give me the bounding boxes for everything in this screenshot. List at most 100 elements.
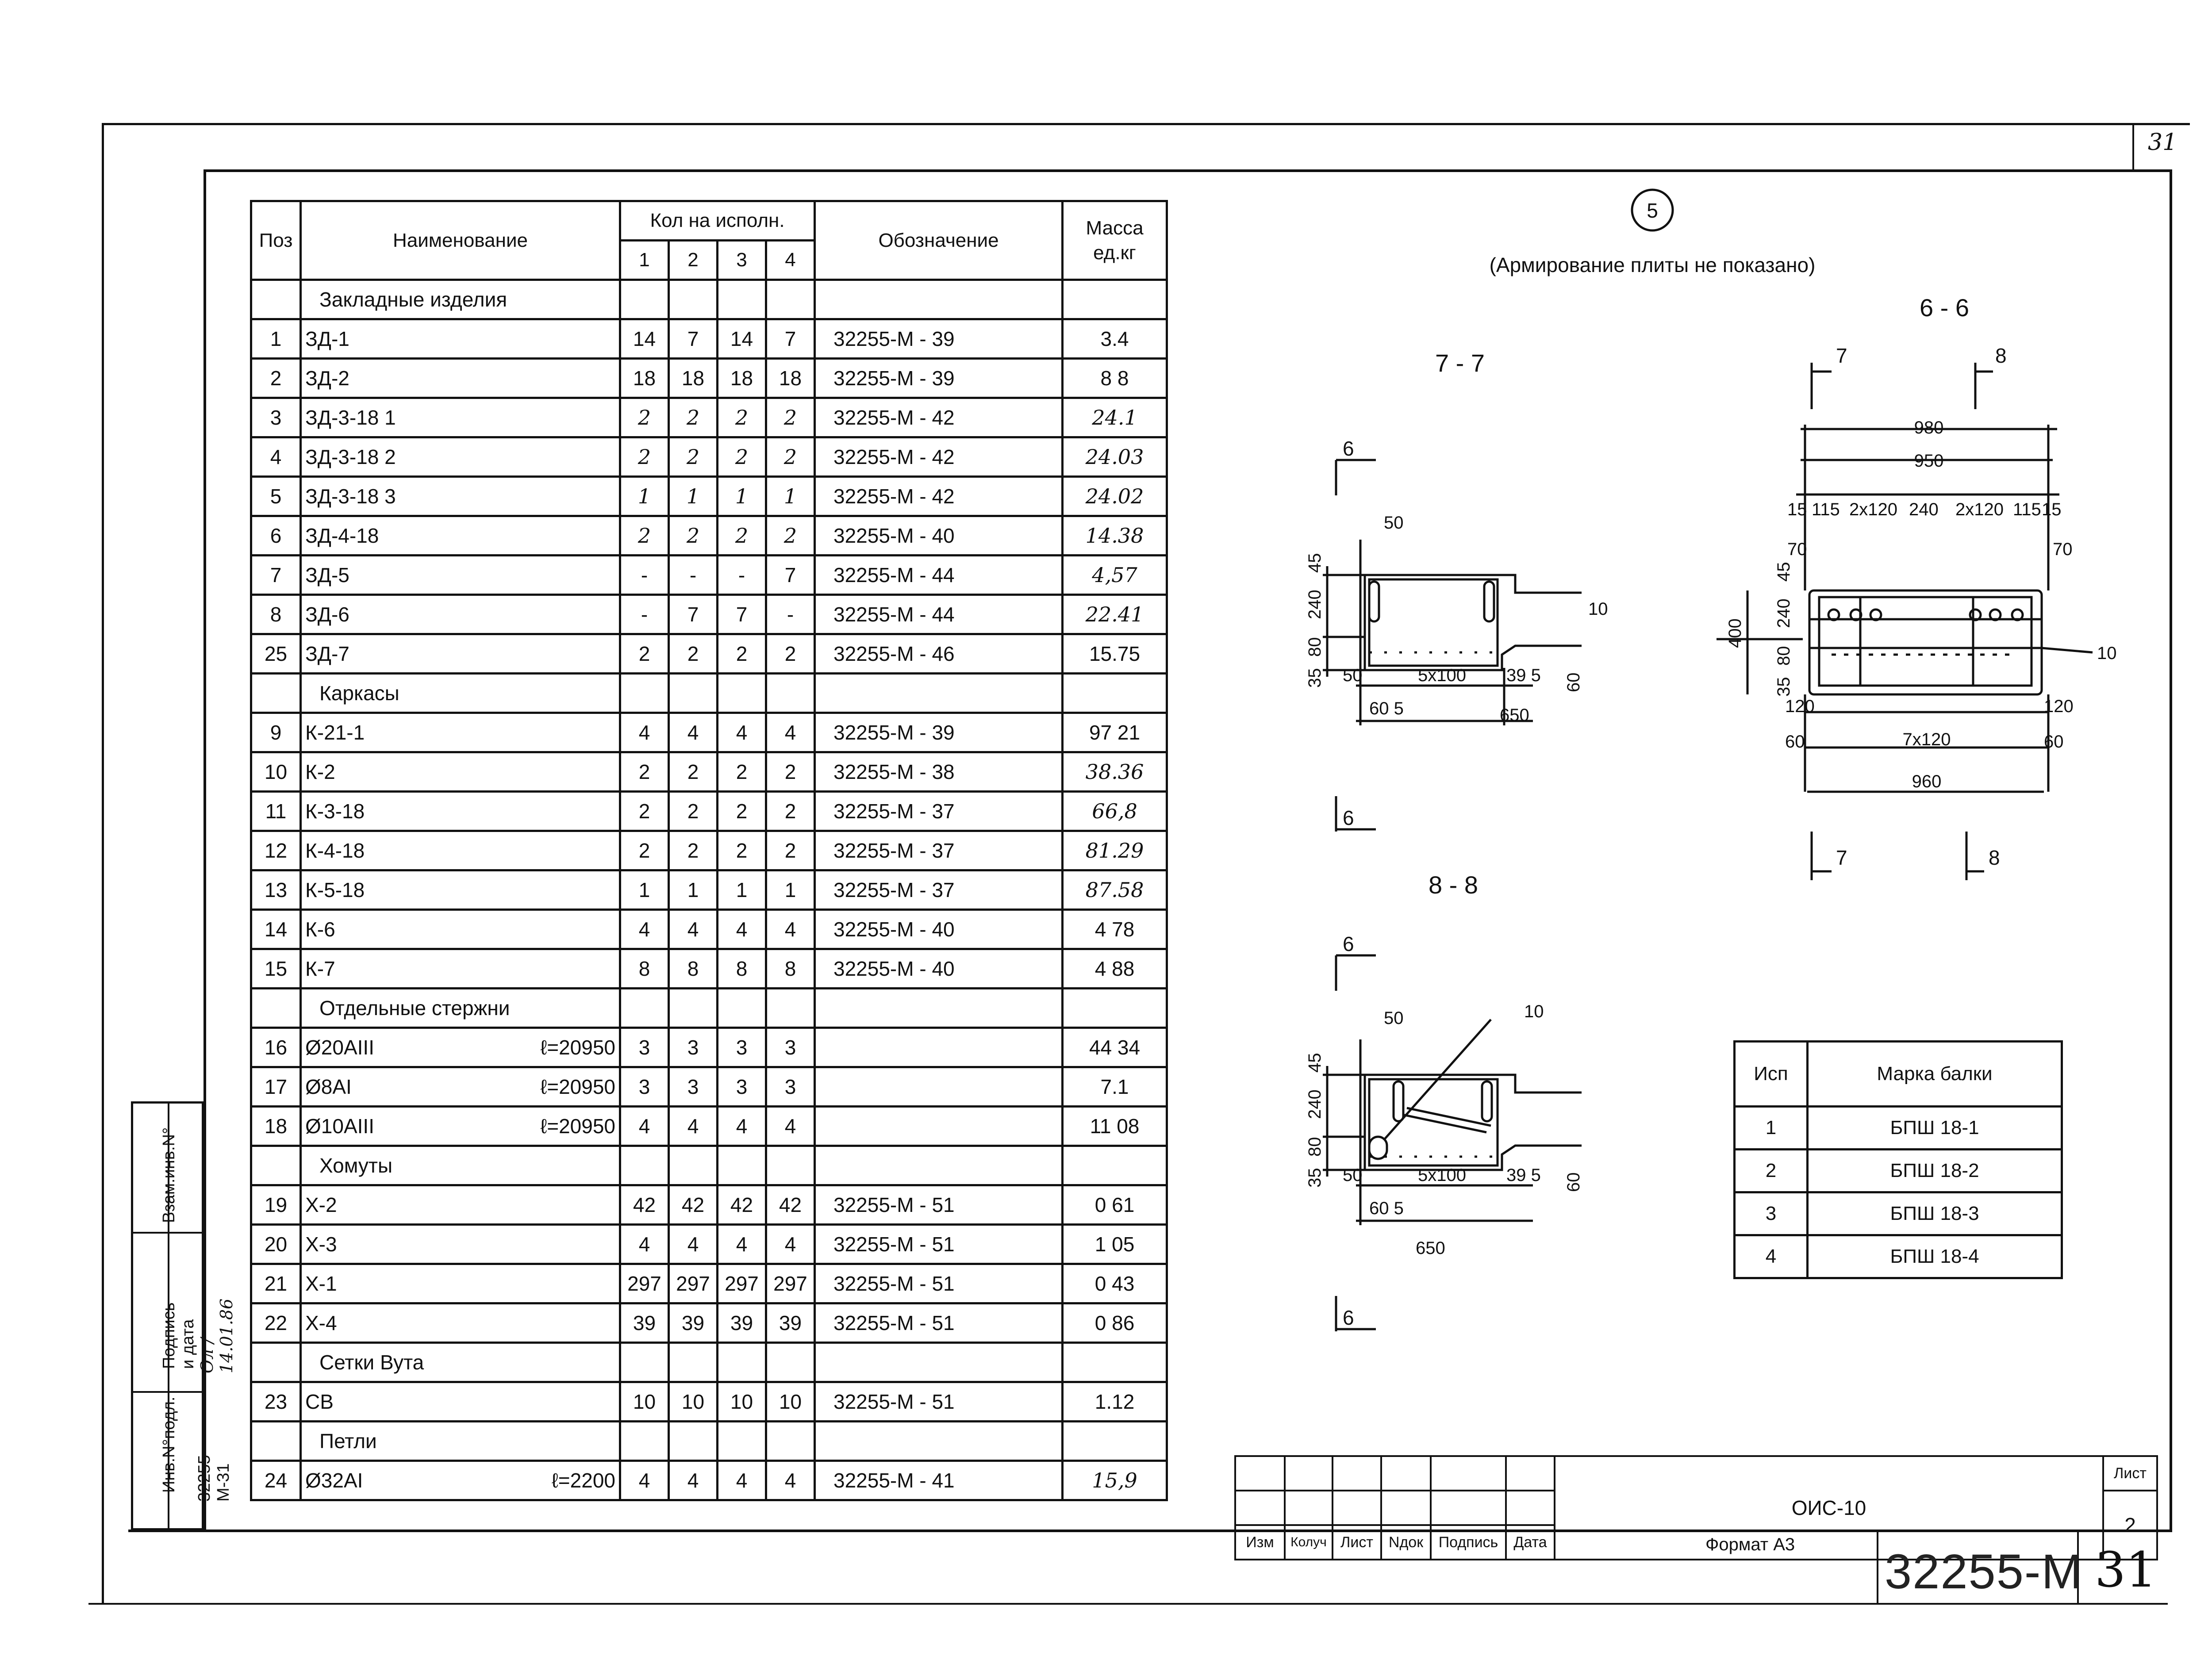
qty-cell: 4 <box>716 908 767 950</box>
mass-cell: 24.02 <box>1061 475 1168 517</box>
designation-cell: 32255-М - 42 <box>814 475 1064 517</box>
qty-cell: 4 <box>764 712 816 753</box>
qty-cell: - <box>716 554 767 596</box>
qty-cell: 4 <box>764 1460 816 1501</box>
spec-section-row: Закладные изделия <box>250 279 1168 320</box>
item-name: К-6 <box>305 918 335 941</box>
mass-cell: 87.58 <box>1061 869 1168 911</box>
item-length: ℓ=20950 <box>540 1115 615 1138</box>
qty-cell: 2 <box>668 751 718 793</box>
name-wrap: К-21-1 <box>305 721 615 744</box>
title-block: ОИС-10 Лист 2 Изм Колуч Лист Nдок Подпис… <box>1234 1455 2158 1560</box>
dim66-2x120-right: 2x120 <box>1955 500 2004 519</box>
name-cell: К-21-1 <box>300 712 621 753</box>
qty-cell: 2 <box>668 790 718 832</box>
dim77-80: 80 <box>1305 637 1325 657</box>
dim77-50b: 50 <box>1343 666 1363 685</box>
item-name: ЗД-1 <box>305 327 349 350</box>
mass-cell: 24.03 <box>1061 436 1168 478</box>
item-name: ЗД-2 <box>305 367 349 390</box>
empty-cell <box>250 1145 302 1186</box>
designation-cell: 32255-М - 42 <box>814 397 1064 438</box>
pos-cell: 20 <box>250 1223 302 1265</box>
dim66-10: 10 <box>2097 644 2117 663</box>
format-label: Формат А3 <box>1705 1535 1795 1554</box>
qty-cell: 39 <box>668 1302 718 1344</box>
mass-cell: 14.38 <box>1061 515 1168 556</box>
designation-cell: 32255-М - 44 <box>814 554 1064 596</box>
qty-cell: 1 <box>668 475 718 517</box>
qty-cell: 2 <box>764 397 816 438</box>
header-pos: Поз <box>250 200 302 281</box>
qty-cell: 3 <box>619 1066 670 1108</box>
name-wrap: К-5-18 <box>305 878 615 902</box>
qty-cell: 2 <box>619 830 670 871</box>
pos-cell: 9 <box>250 712 302 753</box>
designation-cell: 32255-М - 40 <box>814 948 1064 989</box>
inner-frame-bottom <box>128 1530 2172 1532</box>
name-wrap: ЗД-3-18 1 <box>305 406 615 429</box>
mass-cell: 3.4 <box>1061 318 1168 360</box>
dim66-60-right: 60 <box>2044 732 2064 751</box>
designation-cell: 32255-М - 46 <box>814 633 1064 675</box>
marks-cell: 4 <box>1733 1234 1809 1279</box>
qty-cell: 1 <box>716 475 767 517</box>
mass-cell: 1.12 <box>1061 1381 1168 1422</box>
item-name: Х-2 <box>305 1193 337 1216</box>
pos-cell: 13 <box>250 869 302 911</box>
qty-cell: 4 <box>619 1460 670 1501</box>
pos-cell: 14 <box>250 908 302 950</box>
qty-cell: 2 <box>764 830 816 871</box>
side-stamp: Инв.N°подл. 32255-М-31 Подпись и дата Ол… <box>131 1101 236 1530</box>
dim66-70-right: 70 <box>2053 540 2073 559</box>
qty-cell: 39 <box>619 1302 670 1344</box>
empty-cell <box>668 672 718 714</box>
mass-cell: 0 61 <box>1061 1184 1168 1226</box>
empty-cell <box>250 279 302 320</box>
qty-cell: 2 <box>668 515 718 556</box>
dim77-45: 45 <box>1305 553 1325 573</box>
empty-cell <box>619 1420 670 1462</box>
sheet-corner-number: 31 <box>2148 129 2177 156</box>
tb-empty <box>1380 1455 1432 1491</box>
marks-cell: 1 <box>1733 1105 1809 1150</box>
empty-cell <box>716 279 767 320</box>
empty-cell <box>716 1145 767 1186</box>
pos-cell: 18 <box>250 1105 302 1147</box>
empty-cell <box>619 1145 670 1186</box>
item-length: ℓ=2200 <box>551 1469 615 1492</box>
qty-cell: 42 <box>716 1184 767 1226</box>
dim88-5x100: 5x100 <box>1418 1165 1466 1185</box>
stamp-vzam-label: Взам.инв.N° <box>160 1127 178 1223</box>
pos-cell: 12 <box>250 830 302 871</box>
pos-cell: 4 <box>250 436 302 478</box>
header-qty-3: 3 <box>716 239 767 281</box>
qty-cell: 2 <box>764 633 816 675</box>
item-name: ЗД-3-18 2 <box>305 445 396 468</box>
empty-cell <box>1061 672 1168 714</box>
empty-cell <box>716 672 767 714</box>
qty-cell: 7 <box>764 554 816 596</box>
empty-cell <box>668 987 718 1029</box>
item-name: СВ <box>305 1390 334 1413</box>
drawing-code: 32255-М <box>1885 1545 2083 1599</box>
name-wrap: Х-2 <box>305 1193 615 1217</box>
empty-cell <box>814 672 1064 714</box>
name-wrap: К-6 <box>305 917 615 941</box>
empty-cell <box>814 279 1064 320</box>
pos-cell: 8 <box>250 594 302 635</box>
qty-cell: 1 <box>716 869 767 911</box>
name-cell: ЗД-3-18 1 <box>300 397 621 438</box>
pos-cell: 21 <box>250 1263 302 1304</box>
mass-cell: 1 05 <box>1061 1223 1168 1265</box>
qty-cell: 18 <box>716 357 767 399</box>
qty-cell: 1 <box>668 869 718 911</box>
header-designation: Обозначение <box>814 200 1064 281</box>
